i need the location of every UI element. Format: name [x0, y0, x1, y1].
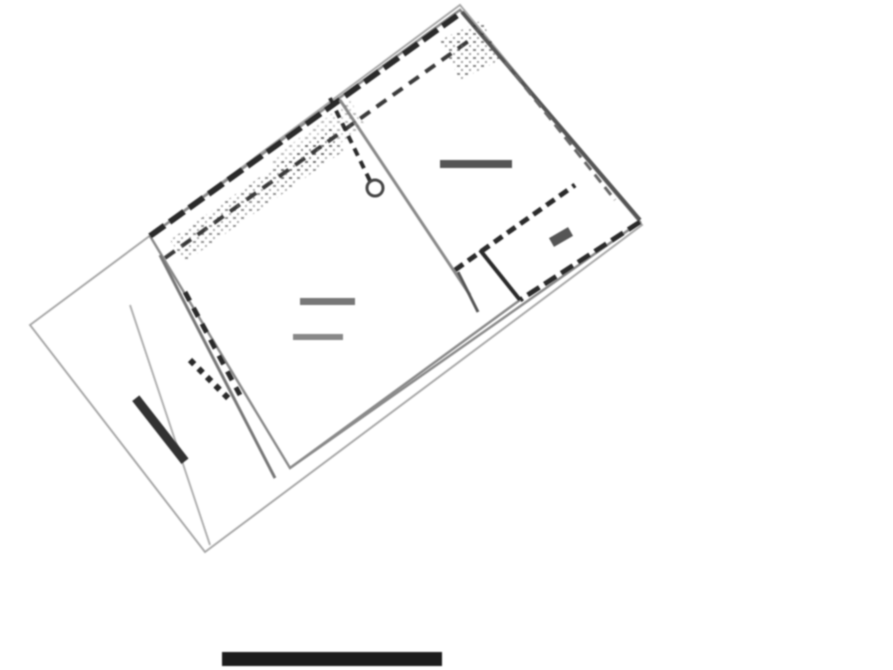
small-room-wall-left	[456, 271, 480, 313]
site-boundary	[28, 3, 644, 554]
room-label-annex	[132, 395, 189, 464]
plan-caption-mark	[222, 652, 442, 666]
south-wall	[518, 219, 642, 303]
east-wall-inner	[503, 61, 617, 201]
annex-stair	[187, 357, 233, 403]
north-wall	[148, 9, 464, 239]
corridor-hatch-2	[270, 100, 365, 185]
column-mark	[365, 178, 385, 198]
west-wall-inner	[182, 290, 243, 397]
annex-wall	[129, 304, 211, 546]
room-label-small	[548, 227, 574, 247]
corner-hatch	[440, 20, 500, 80]
room-label-top-right	[440, 160, 512, 168]
small-room-wall-side	[478, 248, 522, 302]
west-wall	[158, 254, 277, 479]
south-wall-lower	[289, 298, 521, 470]
room-label-main	[293, 298, 355, 340]
partition-wall	[338, 99, 472, 296]
small-room-wall-top	[453, 182, 577, 273]
